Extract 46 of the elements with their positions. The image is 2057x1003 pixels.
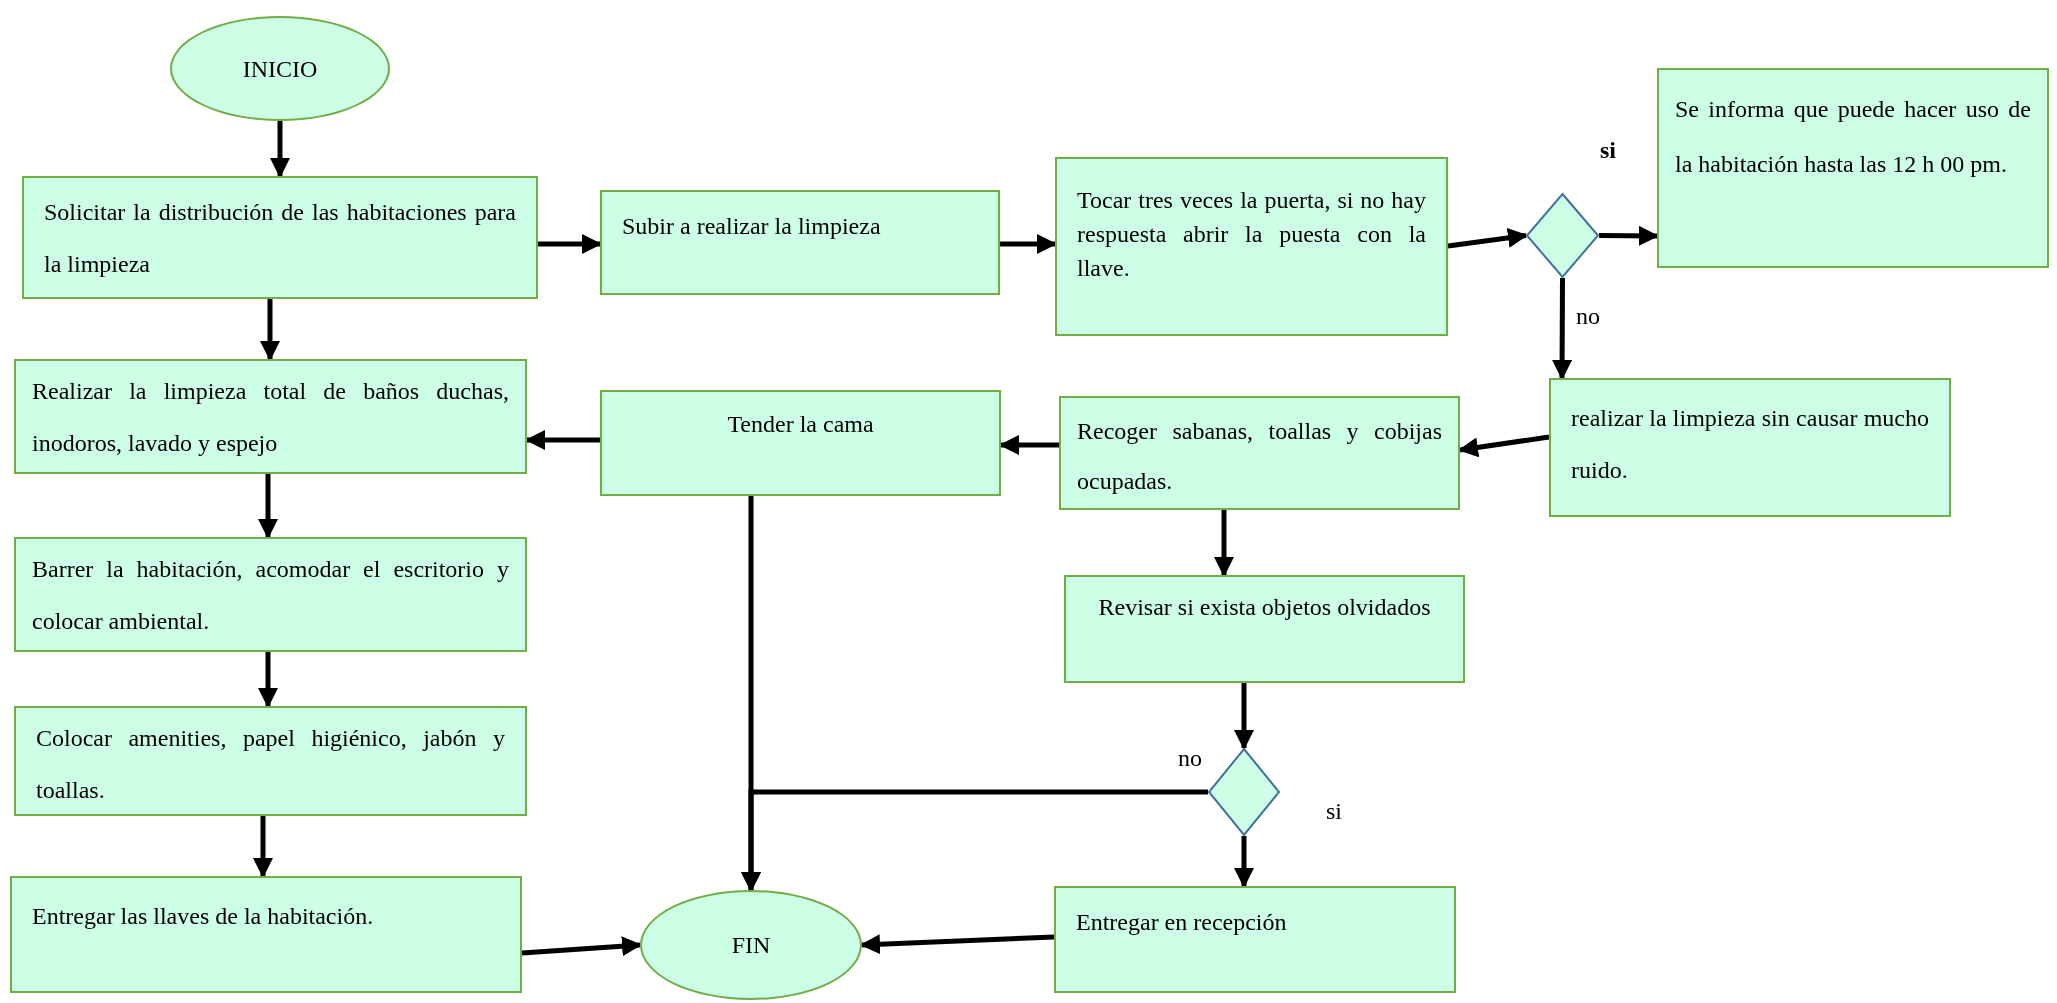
arrow bbox=[258, 652, 278, 708]
process-box bbox=[1059, 396, 1460, 510]
process-box bbox=[22, 176, 538, 299]
arrow bbox=[1552, 278, 1573, 380]
step-text: Solicitar la distribución de las habitaciones para la limpieza bbox=[44, 198, 516, 279]
step-text: Se informa que puede hacer uso de la habitación hasta las 12 h 00 pm. bbox=[1675, 95, 2031, 179]
step-text: Recoger sabanas, toallas y cobijas ocupadas. bbox=[1077, 417, 1442, 496]
step-text: Barrer la habitación, acomodar el escritorio y colocar ambiental. bbox=[32, 555, 509, 636]
process-box bbox=[1657, 68, 2049, 268]
arrow bbox=[270, 121, 290, 178]
decision-diamond bbox=[1526, 193, 1599, 278]
process-box bbox=[600, 190, 1000, 295]
process-box bbox=[1055, 157, 1448, 336]
arrow bbox=[260, 299, 280, 361]
step-text: Subir a realizar la limpieza bbox=[622, 212, 882, 241]
step-text: Tender la cama bbox=[726, 410, 875, 439]
step-text: INICIO bbox=[242, 54, 318, 84]
step-text: FIN bbox=[731, 931, 771, 960]
decision-diamond bbox=[1208, 748, 1280, 836]
process-box bbox=[14, 537, 527, 652]
process-box bbox=[14, 359, 527, 474]
arrow bbox=[538, 234, 602, 254]
arrow bbox=[1598, 225, 1659, 246]
step-text: Entregar las llaves de la habitación. bbox=[32, 902, 375, 931]
arrow bbox=[1000, 234, 1057, 254]
step-text: Entregar en recepción bbox=[1076, 908, 1288, 937]
process-box bbox=[1054, 886, 1456, 993]
arrow bbox=[1214, 510, 1234, 577]
step-text: realizar la limpieza sin causar mucho ruido. bbox=[1571, 404, 1929, 485]
arrow bbox=[741, 789, 1208, 892]
process-box bbox=[14, 706, 527, 816]
arrow bbox=[1234, 683, 1254, 750]
arrow bbox=[258, 474, 278, 539]
arrow bbox=[1234, 836, 1254, 888]
arrow bbox=[860, 934, 1055, 955]
process-box bbox=[1549, 378, 1951, 517]
arrow bbox=[1447, 228, 1528, 249]
process-box bbox=[600, 390, 1001, 496]
step-text: Colocar amenities, papel higiénico, jabón y toallas. bbox=[36, 724, 505, 805]
step-text: Revisar si exista objetos olvidados bbox=[1097, 593, 1432, 622]
process-box bbox=[10, 876, 522, 993]
arrow bbox=[521, 936, 642, 957]
step-text: Tocar tres veces la puerta, si no hay respuesta abrir la puesta con la llave. bbox=[1077, 186, 1426, 283]
step-text: Realizar la limpieza total de baños duchas, inodoros, lavado y espejo bbox=[32, 377, 509, 458]
process-box bbox=[1064, 575, 1465, 683]
arrow bbox=[253, 816, 273, 878]
